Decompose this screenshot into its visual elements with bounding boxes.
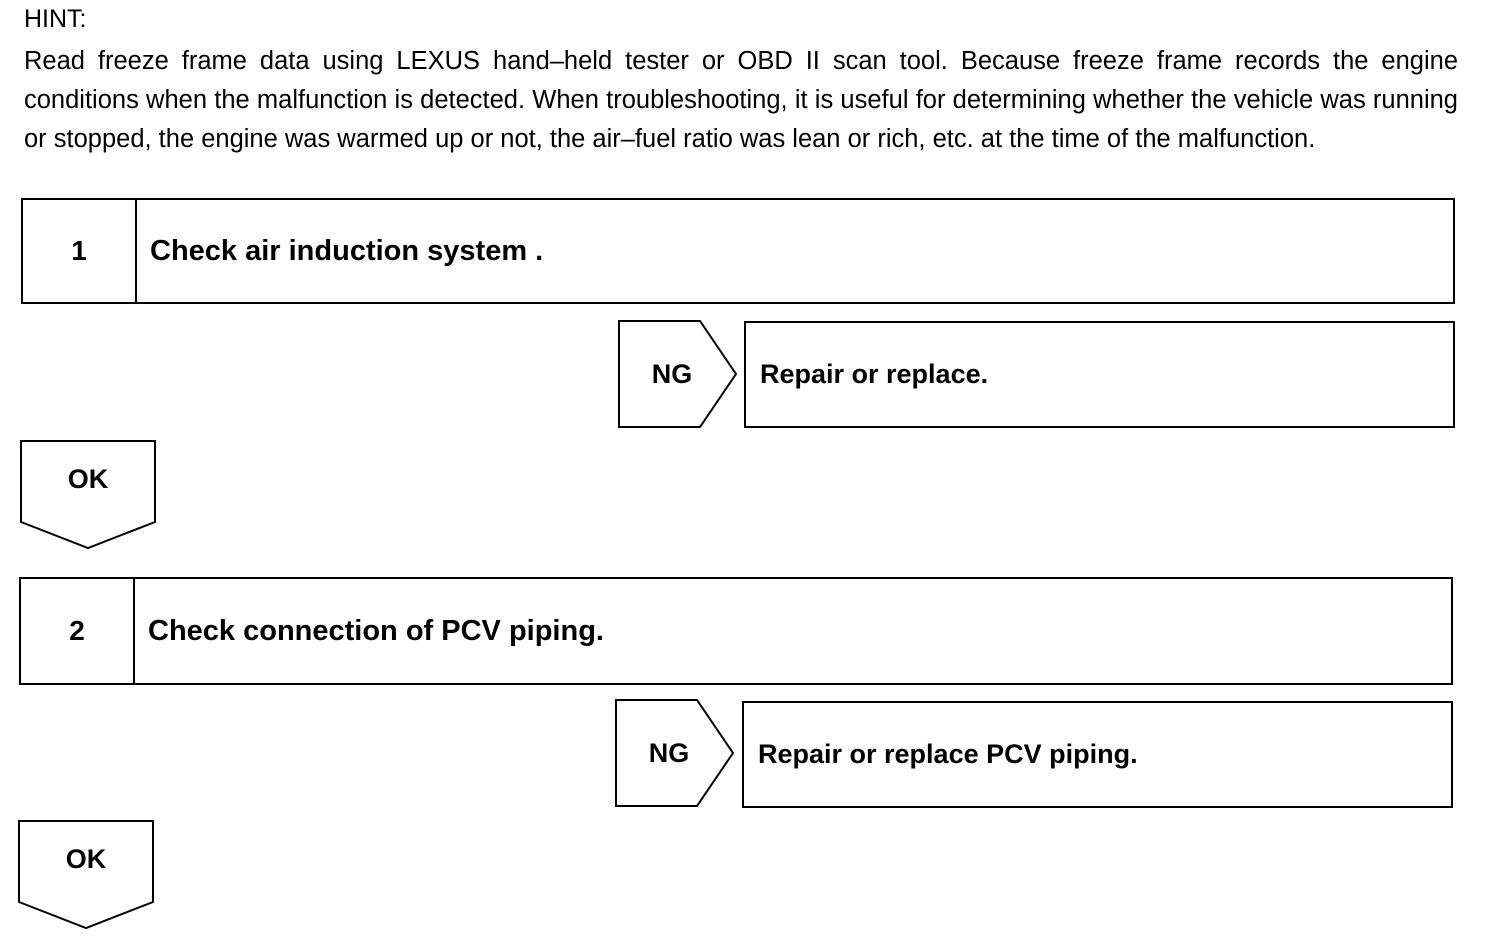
step-title-1: Check air induction system . xyxy=(150,234,544,267)
ok-marker-2: OK xyxy=(18,820,154,930)
hint-title: HINT: xyxy=(24,5,87,33)
step-number-1: 1 xyxy=(23,200,137,302)
ok-label-2: OK xyxy=(65,844,107,874)
ng-arrow-shape-2 xyxy=(615,699,735,807)
ok-label-1: OK xyxy=(67,464,109,494)
step-box-1: 1 Check air induction system . xyxy=(21,198,1455,304)
step-box-2: 2 Check connection of PCV piping. xyxy=(19,577,1453,685)
ng-label-2: NG xyxy=(648,737,690,768)
ok-arrow-shape-1 xyxy=(20,440,156,550)
ng-marker-2: NG xyxy=(615,699,737,807)
ng-arrow-shape-1 xyxy=(618,320,738,428)
ng-result-box-1: Repair or replace. xyxy=(744,321,1455,428)
ok-marker-1: OK xyxy=(20,440,156,550)
ng-marker-1: NG xyxy=(618,320,740,428)
ng-result-box-2: Repair or replace PCV piping. xyxy=(742,701,1453,808)
ok-arrow-shape-2 xyxy=(18,820,154,930)
step-number-2: 2 xyxy=(21,579,135,683)
hint-body: Read freeze frame data using LEXUS hand–… xyxy=(24,47,1458,153)
ng-label-1: NG xyxy=(651,358,693,389)
step-title-2: Check connection of PCV piping. xyxy=(148,614,604,647)
